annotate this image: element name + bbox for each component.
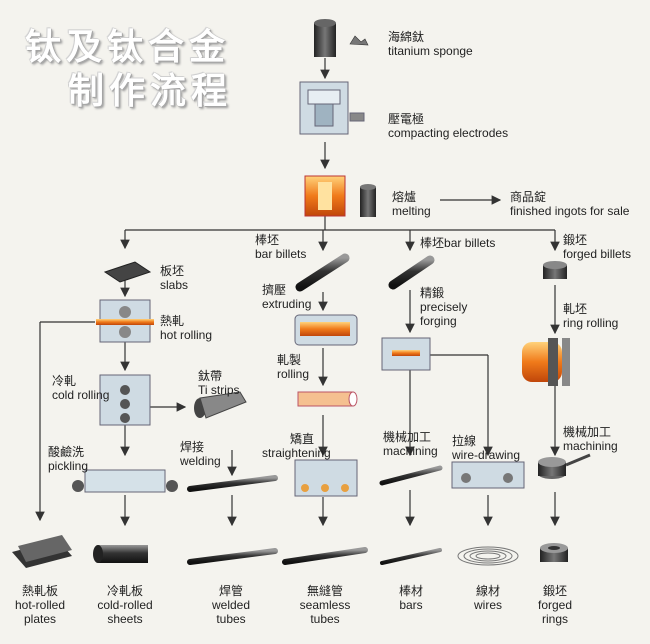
- tube-icon: [297, 391, 358, 407]
- title-line-1: 钛及钛合金: [25, 27, 231, 68]
- branch-arrows: [35, 280, 560, 527]
- bar-billet-2-icon: [388, 255, 435, 290]
- title-line-2: 制作流程: [68, 71, 233, 112]
- press-icon: [299, 81, 365, 135]
- furnace-icon: [304, 175, 376, 217]
- label-bar-billets-2: 棒坯bar billets: [420, 236, 496, 250]
- product-sheets-icon: [93, 545, 148, 563]
- straightening-icon: [294, 459, 358, 497]
- main-arrows: [120, 58, 560, 252]
- ti-strips-icon: [194, 391, 247, 419]
- bar-billet-icon: [295, 253, 350, 292]
- pickling-icon: [72, 469, 178, 493]
- cold-rolling-icon: [99, 374, 151, 426]
- hot-rolling-icon: [96, 299, 154, 343]
- product-bars-icon: [380, 548, 442, 565]
- machining-bar-icon: [379, 465, 443, 486]
- ring-rolling-icon: [522, 338, 570, 386]
- product-plates-icon: [12, 535, 72, 568]
- sponge-icon: [314, 19, 369, 57]
- product-rings-icon: [540, 543, 568, 562]
- product-welded-tubes-icon: [187, 548, 278, 565]
- forging-icon: [381, 337, 431, 371]
- machining-ring-icon: [538, 453, 591, 479]
- slab-icon: [103, 261, 152, 283]
- product-seamless-tubes-icon: [282, 547, 368, 565]
- product-wires-icon: [457, 546, 519, 566]
- extruder-icon: [294, 314, 358, 346]
- welding-rod-icon: [187, 475, 278, 492]
- forged-billet-icon: [543, 261, 567, 279]
- wire-drawing-icon: [451, 461, 525, 489]
